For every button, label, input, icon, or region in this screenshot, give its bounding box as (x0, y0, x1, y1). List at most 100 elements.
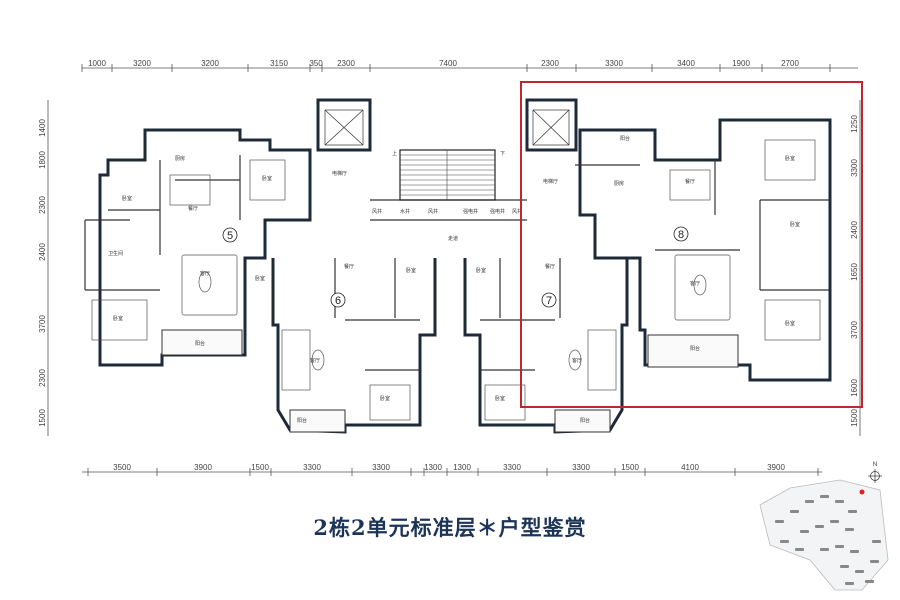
site-building (850, 550, 859, 553)
room-living-label: 客厅 (690, 280, 700, 287)
room-living-label: 客厅 (572, 357, 582, 364)
room-bedroom-label: 卧室 (255, 275, 265, 282)
room-wind-well-label: 风井 (428, 208, 438, 215)
room-balcony-label: 阳台 (690, 345, 700, 352)
right-dim-label: 1500 (850, 409, 859, 427)
furniture (91, 139, 821, 421)
compass-icon: N (868, 462, 882, 483)
bottom-dim-label: 3900 (194, 463, 212, 472)
top-dim-label: 3400 (677, 59, 695, 68)
site-building (790, 510, 799, 513)
staircase (399, 149, 496, 201)
bottom-dimension-line: 3500 3900 1500 3300 3300 1300 1300 3300 … (82, 463, 822, 476)
right-dim-label: 1650 (850, 263, 859, 281)
left-dim-label: 1800 (38, 151, 47, 169)
room-dining-label: 餐厅 (344, 263, 354, 270)
bottom-dim-label: 3900 (767, 463, 785, 472)
room-balcony-label: 阳台 (195, 340, 205, 347)
bottom-dim-label: 1300 (424, 463, 442, 472)
unit-number-7: 7 (541, 292, 557, 308)
svg-text:8: 8 (678, 229, 684, 241)
room-bedroom-label: 卧室 (380, 395, 390, 402)
bottom-dim-label: 1500 (621, 463, 639, 472)
site-building (865, 580, 874, 583)
site-building (795, 548, 804, 551)
site-building (820, 548, 829, 551)
right-dim-label: 3700 (850, 321, 859, 339)
room-bedroom-label: 卧室 (785, 155, 795, 162)
top-dim-label: 350 (309, 59, 323, 68)
top-dim-label: 3200 (133, 59, 151, 68)
room-bedroom-label: 卧室 (790, 221, 800, 228)
right-dim-label: 3300 (850, 159, 859, 177)
site-building (835, 545, 844, 548)
room-labels: 厨房 餐厅 客厅 卧室 卧室 卧室 卧室 卫生间 阳台 电梯厅 电梯厅 风井 水… (108, 135, 800, 424)
room-wind-well-label: 风井 (372, 208, 382, 215)
room-balcony-label: 阳台 (580, 417, 590, 424)
svg-text:7: 7 (546, 295, 552, 307)
right-dim-label: 1600 (850, 379, 859, 397)
bottom-dim-label: 1300 (453, 463, 471, 472)
stair-up-label: 上 (392, 150, 397, 157)
right-dim-label: 1250 (850, 115, 859, 133)
room-bath-label: 卫生间 (108, 250, 123, 257)
svg-text:6: 6 (335, 295, 341, 307)
balconies (161, 329, 739, 433)
site-building (835, 500, 844, 503)
unit-number-6: 6 (330, 292, 346, 308)
site-location-marker (859, 489, 865, 495)
left-dim-label: 2300 (38, 369, 47, 387)
site-building (800, 530, 809, 533)
room-wind-well-label: 风井 (512, 208, 522, 215)
room-dining-label: 餐厅 (188, 205, 198, 212)
bottom-dim-label: 3300 (303, 463, 321, 472)
room-elec-well-label: 强电井 (490, 208, 505, 215)
site-building (845, 582, 854, 585)
top-dim-label: 2300 (541, 59, 559, 68)
top-dim-label: 1900 (732, 59, 750, 68)
compass-north-label: N (873, 462, 877, 468)
left-dim-label: 3700 (38, 315, 47, 333)
site-building (870, 560, 879, 563)
bottom-dim-label: 1500 (251, 463, 269, 472)
top-dim-label: 1000 (88, 59, 106, 68)
site-building (872, 540, 881, 543)
room-bedroom-label: 卧室 (785, 320, 795, 327)
room-dining-label: 餐厅 (685, 178, 695, 185)
bottom-dim-label: 3300 (572, 463, 590, 472)
room-kitchen-label: 厨房 (614, 180, 624, 187)
room-bedroom-label: 卧室 (476, 267, 486, 274)
room-dining-label: 餐厅 (545, 263, 555, 270)
site-building (815, 525, 824, 528)
site-building (830, 520, 839, 523)
unit-number-8: 8 (673, 226, 689, 242)
top-dim-label: 3200 (201, 59, 219, 68)
unit-8-highlight[interactable] (520, 81, 863, 408)
site-building (848, 510, 857, 513)
bottom-dim-label: 3300 (372, 463, 390, 472)
room-bedroom-label: 卧室 (122, 195, 132, 202)
room-bedroom-label: 卧室 (495, 395, 505, 402)
elevator-shafts (324, 109, 570, 146)
room-bedroom-label: 卧室 (113, 315, 123, 322)
left-dim-label: 2300 (38, 196, 47, 214)
room-living-label: 客厅 (310, 357, 320, 364)
left-dimension-line: 1400 1800 2300 2400 3700 2300 1500 (38, 100, 49, 436)
page-title: 2栋2单元标准层＊户型鉴赏 (313, 515, 587, 540)
room-elevator-hall-label: 电梯厅 (543, 178, 558, 185)
stair-down-label: 下 (500, 151, 505, 157)
unit-numbers: 5 6 7 8 (222, 226, 689, 308)
interior-walls (84, 155, 830, 371)
room-kitchen-label: 厨房 (175, 155, 185, 162)
room-bedroom-label: 卧室 (262, 175, 272, 182)
right-dimension-line: 1250 3300 2400 1650 3700 1600 1500 (850, 100, 861, 436)
bottom-dim-label: 3300 (503, 463, 521, 472)
site-building (820, 495, 829, 498)
top-dim-label: 2700 (781, 59, 799, 68)
top-dim-label: 2300 (337, 59, 355, 68)
left-dim-label: 2400 (38, 243, 47, 261)
room-balcony-label: 阳台 (297, 417, 307, 424)
site-building (840, 565, 849, 568)
top-dim-label: 3150 (270, 59, 288, 68)
